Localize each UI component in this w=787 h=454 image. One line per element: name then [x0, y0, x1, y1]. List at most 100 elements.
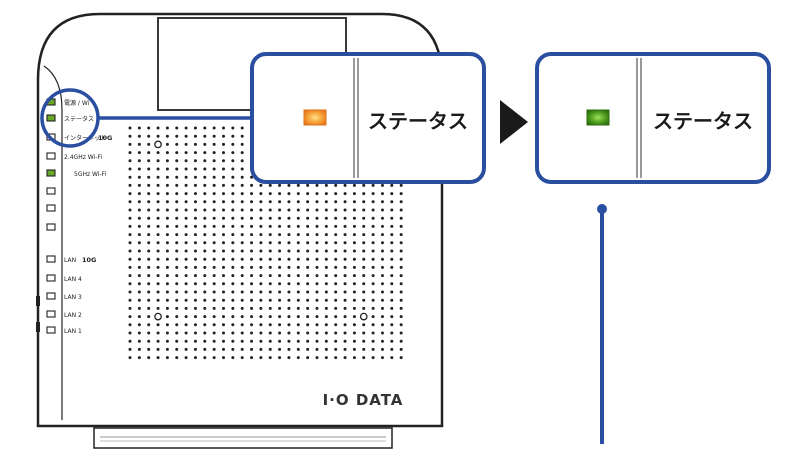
vent-hole [203, 175, 207, 179]
vent-hole [212, 298, 216, 302]
vent-hole [212, 282, 216, 286]
vent-hole [212, 151, 216, 155]
vent-hole [390, 306, 394, 310]
vent-hole [137, 282, 141, 286]
vent-hole [240, 298, 244, 302]
vent-hole [156, 290, 160, 294]
vent-hole [165, 200, 169, 204]
vent-hole [390, 241, 394, 245]
vent-hole [203, 159, 207, 163]
vent-hole [268, 249, 272, 253]
vent-hole [128, 183, 132, 187]
vent-hole [222, 159, 225, 163]
vent-hole [306, 315, 310, 319]
vent-hole [231, 208, 235, 212]
vent-hole [287, 306, 291, 310]
vent-hole [268, 241, 272, 245]
vent-hole [324, 265, 328, 269]
vent-hole [259, 339, 263, 343]
vent-hole [343, 208, 347, 212]
vent-hole [203, 257, 207, 261]
vent-hole [156, 200, 160, 204]
vent-hole [296, 347, 300, 351]
vent-hole [175, 282, 179, 286]
vent-hole [362, 233, 366, 237]
vent-hole [212, 208, 216, 212]
indicator-label: LAN 3 [64, 294, 82, 301]
vent-hole [324, 282, 328, 286]
vent-hole [296, 282, 300, 286]
vent-hole [212, 241, 216, 245]
vent-hole [222, 134, 225, 138]
vent-hole [362, 224, 366, 228]
vent-hole [268, 331, 272, 335]
vent-hole [212, 274, 216, 278]
vent-hole [165, 167, 169, 171]
vent-hole [324, 200, 328, 204]
vent-hole [156, 323, 160, 327]
vent-hole [147, 249, 151, 253]
vent-hole [287, 315, 291, 319]
vent-hole [362, 282, 366, 286]
vent-hole [287, 208, 291, 212]
vent-hole [306, 249, 310, 253]
vent-hole [371, 183, 375, 187]
vent-hole [324, 290, 328, 294]
vent-hole [165, 175, 169, 179]
vent-hole [343, 183, 347, 187]
vent-hole [287, 241, 291, 245]
vent-hole [268, 323, 272, 327]
vent-hole [156, 216, 160, 220]
vent-hole [137, 315, 141, 319]
vent-hole [212, 356, 216, 360]
vent-hole [147, 200, 151, 204]
vent-hole [193, 183, 197, 187]
vent-hole [390, 192, 394, 196]
vent-hole [156, 192, 160, 196]
vent-hole [137, 249, 141, 253]
vent-hole [184, 257, 188, 261]
vent-hole [175, 298, 179, 302]
callout-box [535, 52, 771, 184]
vent-hole [165, 265, 169, 269]
vent-hole [165, 257, 169, 261]
vent-hole [203, 356, 207, 360]
vent-hole [193, 356, 197, 360]
vent-hole [306, 265, 310, 269]
vent-hole [193, 216, 197, 220]
indicator-label: LAN [64, 257, 76, 264]
vent-hole [240, 192, 244, 196]
vent-hole [175, 249, 179, 253]
vent-hole [334, 216, 338, 220]
vent-hole [306, 208, 310, 212]
vent-hole [278, 356, 282, 360]
vent-hole [324, 183, 328, 187]
vent-hole [380, 356, 384, 360]
vent-hole [203, 208, 207, 212]
vent-hole [250, 339, 254, 343]
vent-hole [240, 347, 244, 351]
vent-hole [212, 331, 216, 335]
vent-hole [240, 126, 244, 130]
vent-hole [222, 233, 225, 237]
vent-hole [259, 331, 263, 335]
vent-hole [193, 347, 197, 351]
vent-hole [390, 315, 394, 319]
vent-hole [315, 241, 319, 245]
vent-hole [324, 192, 328, 196]
vent-hole [175, 142, 179, 146]
vent-hole [268, 356, 272, 360]
vent-hole [399, 241, 403, 245]
indicator-label: LAN 1 [64, 328, 82, 335]
vent-hole [231, 290, 235, 294]
vent-hole [231, 274, 235, 278]
vent-hole [184, 224, 188, 228]
vent-hole [399, 249, 403, 253]
vent-hole [231, 241, 235, 245]
vent-hole [240, 134, 244, 138]
vent-hole [231, 175, 235, 179]
vent-hole [380, 224, 384, 228]
vent-hole [334, 306, 338, 310]
vent-hole [259, 249, 263, 253]
